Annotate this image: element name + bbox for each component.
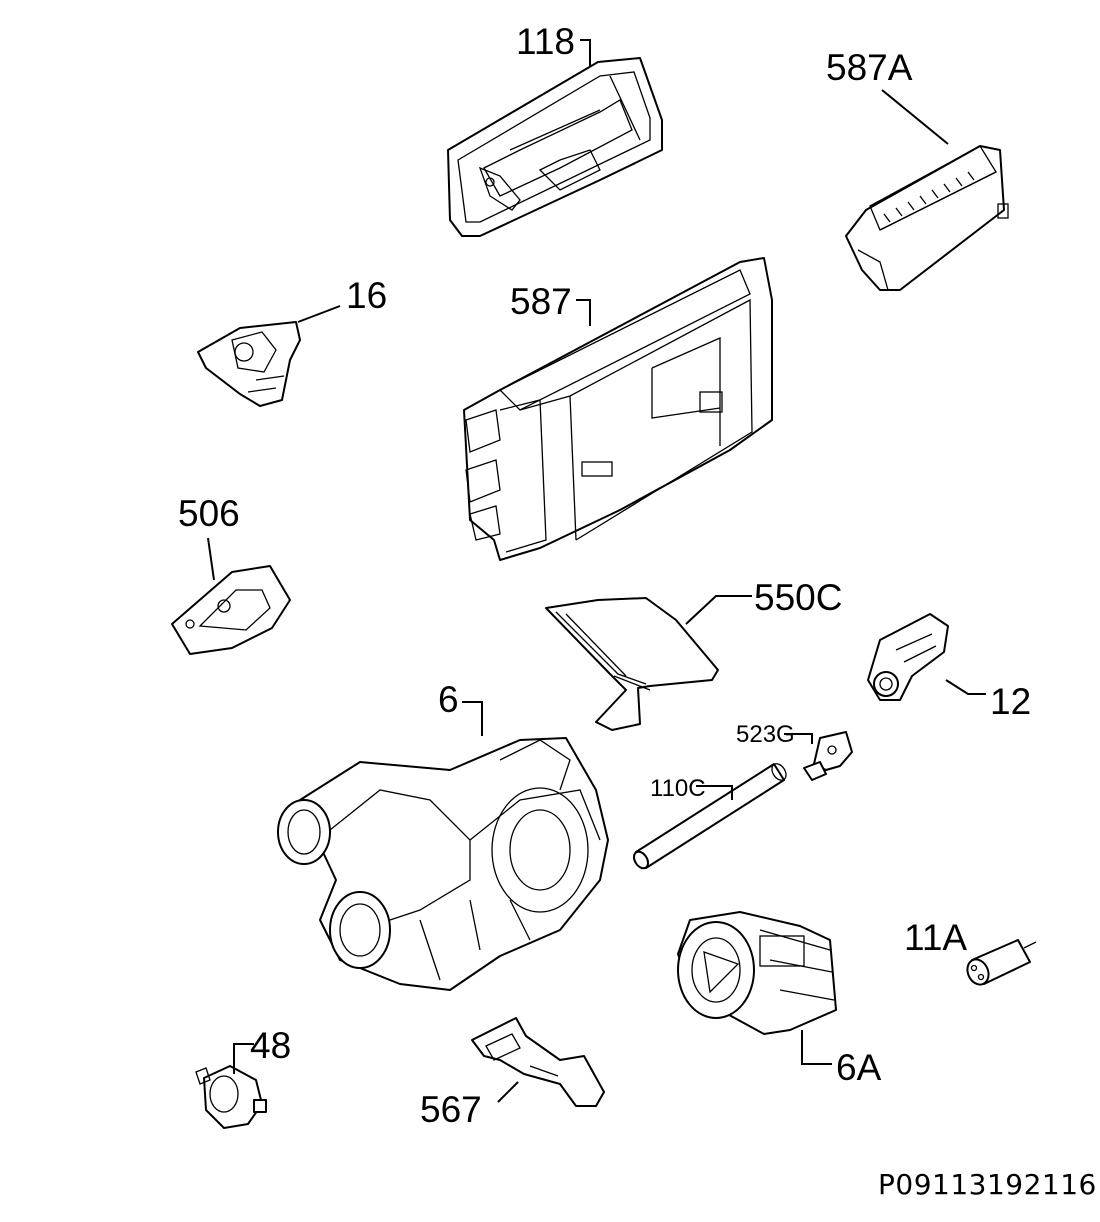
label-506: 506 — [178, 493, 240, 534]
part-6-circulation-pump — [277, 737, 609, 991]
leader-48 — [233, 1043, 254, 1074]
part-118-dispenser-housing — [447, 57, 663, 237]
leader-523g — [784, 733, 813, 744]
label-6: 6 — [438, 679, 459, 720]
part-523g-connector — [803, 731, 853, 781]
leader-118 — [580, 39, 591, 66]
part-550c-cover — [545, 597, 719, 731]
leader-506 — [207, 537, 215, 581]
part-567-bracket — [471, 1017, 605, 1107]
label-6a: 6A — [836, 1047, 882, 1088]
label-567: 567 — [420, 1089, 482, 1130]
label-48: 48 — [250, 1025, 291, 1066]
label-587a: 587A — [826, 47, 913, 88]
part-6a-drain-pump — [677, 911, 837, 1035]
leader-587a — [881, 89, 949, 145]
label-587: 587 — [510, 281, 572, 322]
part-16-micro-switch — [197, 321, 301, 407]
leader-587 — [576, 299, 591, 326]
label-550c: 550C — [754, 577, 842, 618]
part-12-pressure-switch — [867, 613, 949, 701]
leader-6a — [801, 1030, 832, 1065]
label-110c: 110C — [650, 775, 706, 802]
part-11a-capacitor — [966, 939, 1037, 986]
drawing-code: P09113192116 — [878, 1168, 1097, 1201]
leader-110c — [696, 785, 733, 800]
label-11a: 11A — [904, 917, 967, 958]
label-118: 118 — [516, 21, 575, 62]
label-523g: 523G — [736, 721, 795, 748]
part-48-sensor — [195, 1065, 267, 1129]
label-16: 16 — [346, 275, 387, 316]
part-110c-hose — [632, 763, 787, 870]
part-506-sensor — [171, 565, 291, 655]
leader-567 — [497, 1081, 519, 1103]
part-587-control-module — [463, 257, 773, 561]
leader-550c — [685, 595, 752, 625]
leader-6 — [462, 701, 483, 736]
label-12: 12 — [990, 681, 1031, 722]
leader-12 — [945, 679, 986, 695]
part-587a-electronic-board — [845, 145, 1009, 291]
leader-16 — [297, 305, 341, 323]
